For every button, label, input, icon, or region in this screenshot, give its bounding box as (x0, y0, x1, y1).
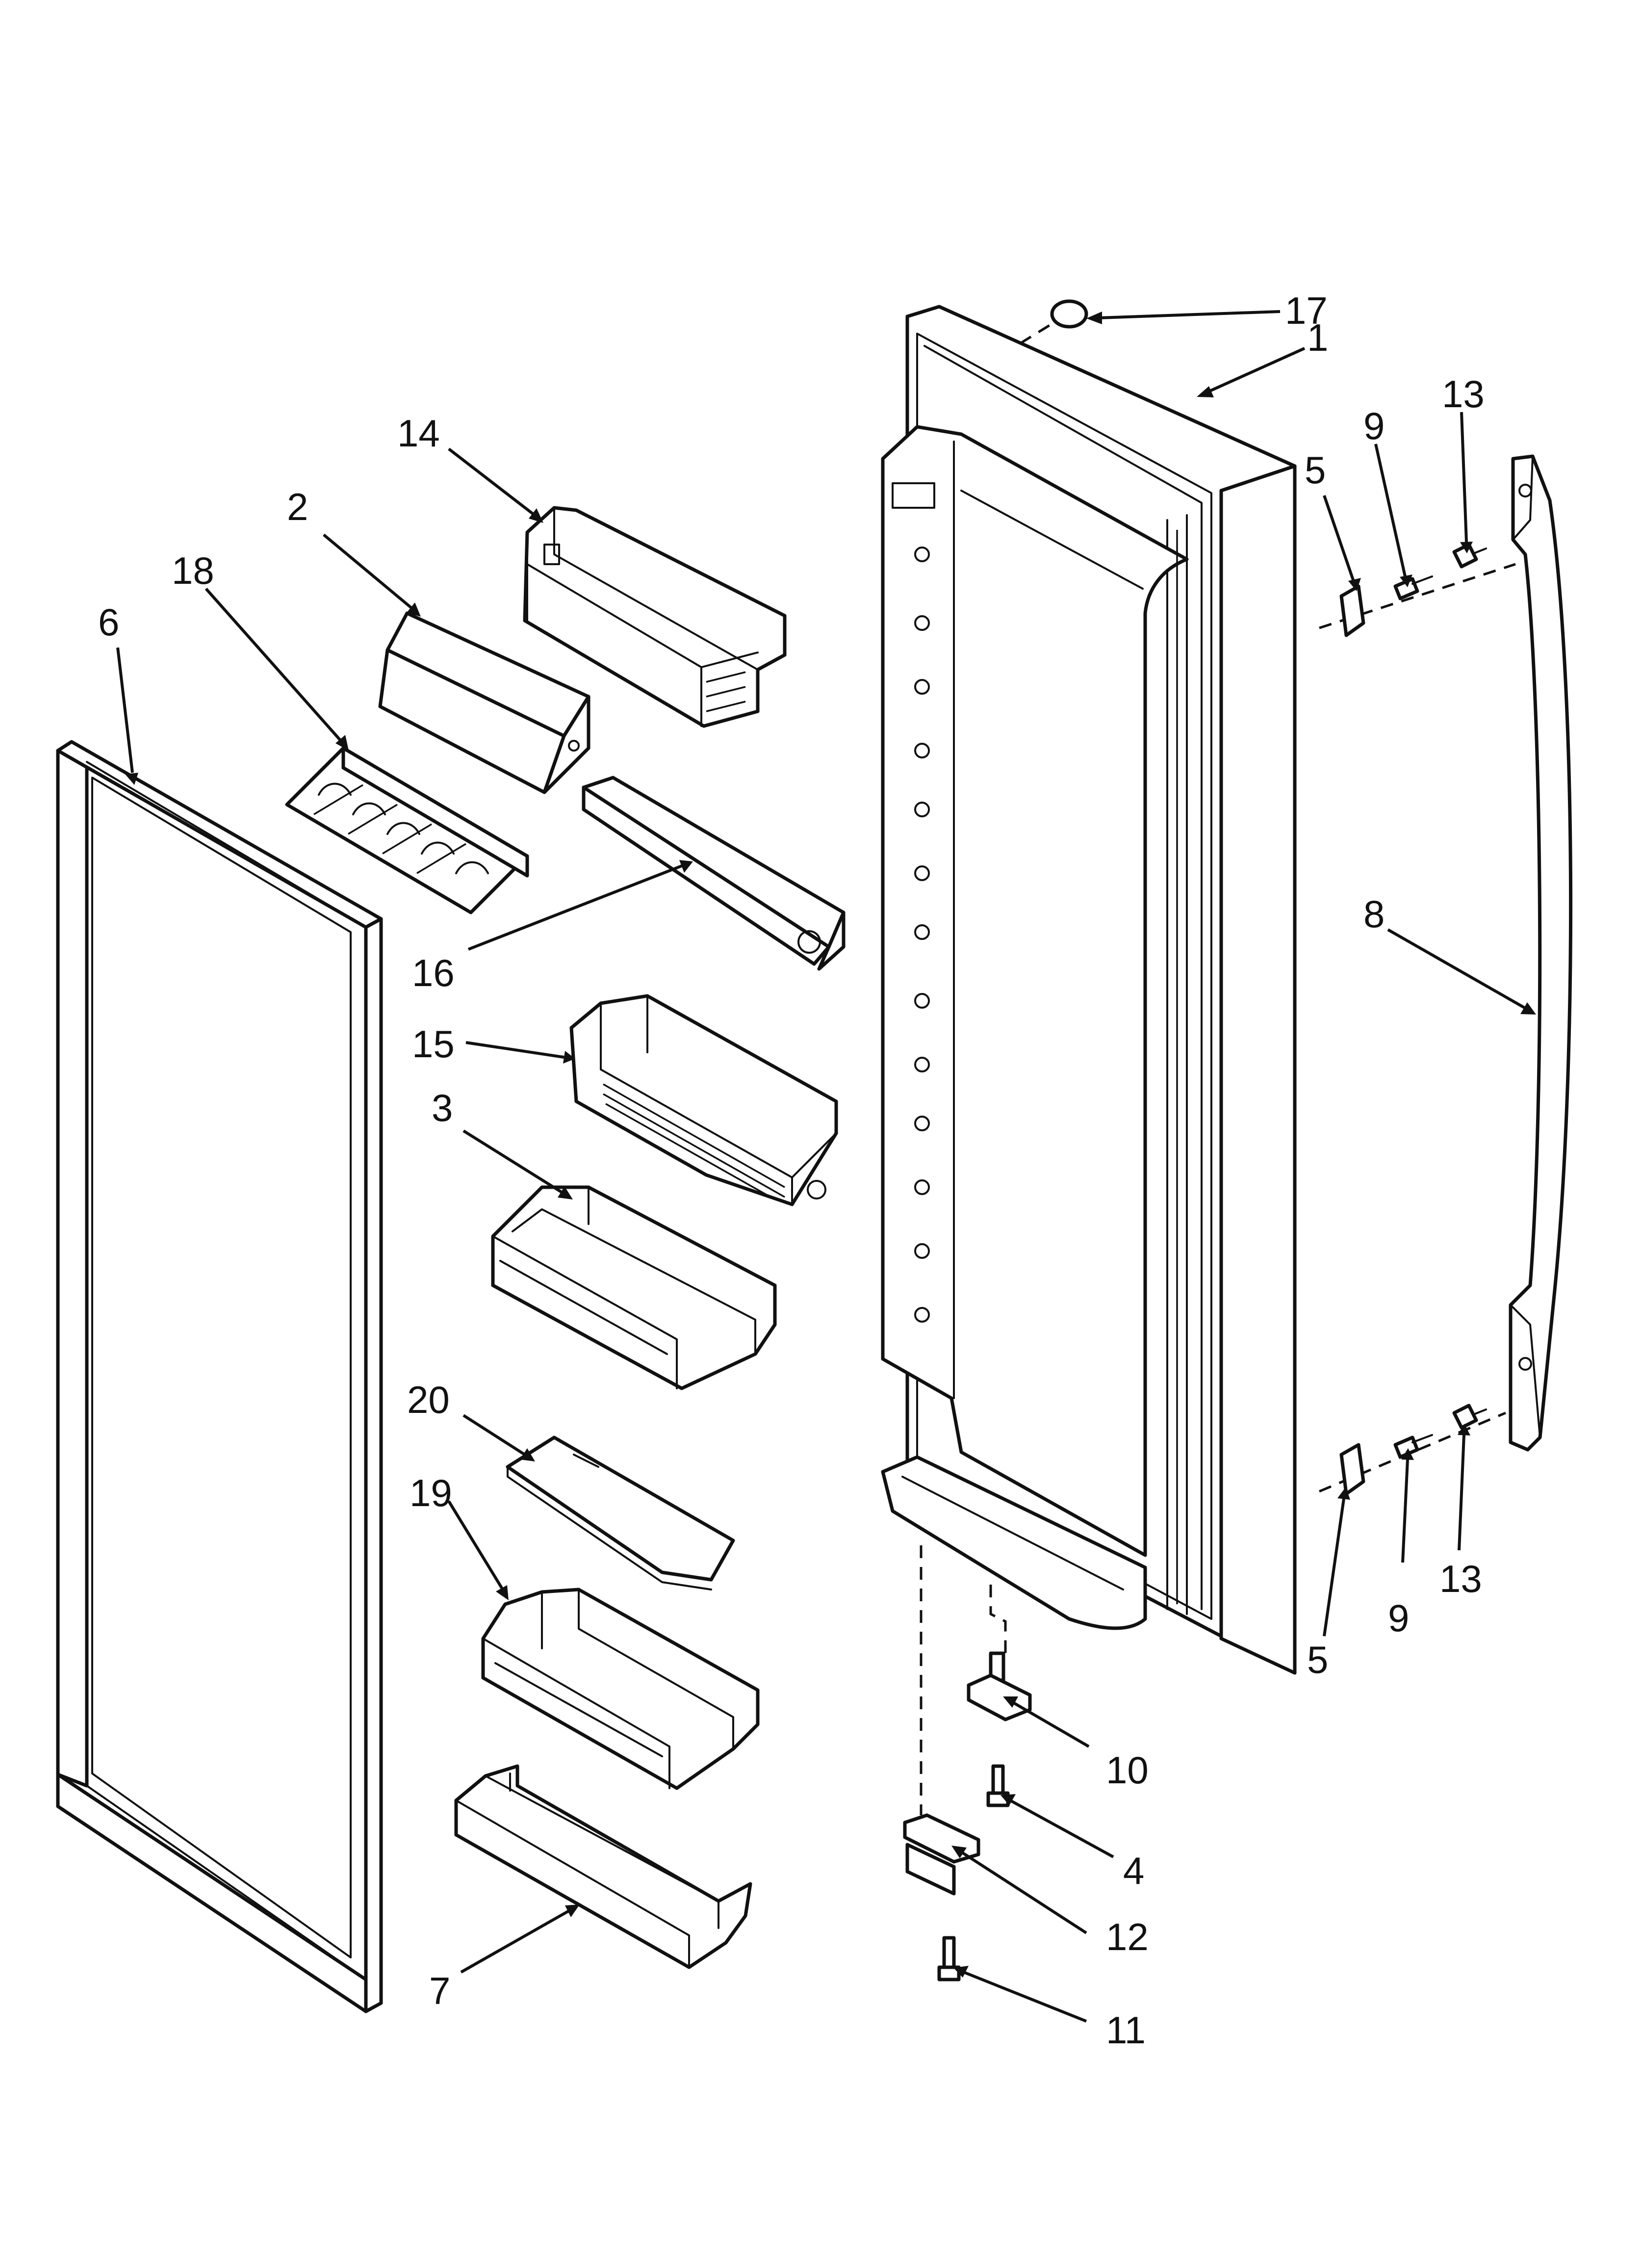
callout-part-17: 17 (1285, 289, 1328, 332)
callout-part-9-bottom: 9 (1388, 1596, 1409, 1640)
dairy-compartment-drawing (523, 506, 787, 728)
door-bin-upper-drawing (569, 994, 838, 1206)
bracket-screw-drawing (937, 1936, 961, 1981)
door-handle-drawing (1509, 454, 1573, 1452)
callout-part-1: 1 (1307, 316, 1328, 359)
door-plug-guide (1019, 322, 1053, 345)
callout-part-3: 3 (432, 1086, 453, 1129)
callout-part-10: 10 (1106, 1748, 1149, 1792)
door-shelf-bottom-drawing (454, 1764, 752, 1969)
door-bin-lower-drawing (481, 1588, 760, 1790)
callout-part-20: 20 (407, 1378, 450, 1421)
handle-hardware-bottom (1319, 1404, 1506, 1496)
egg-tray-drawing (285, 746, 529, 914)
callout-part-9-top: 9 (1363, 404, 1385, 447)
callout-labels: 17 1 13 9 5 14 2 18 6 16 8 15 3 20 19 7 … (98, 289, 1485, 2052)
callout-part-6: 6 (98, 600, 119, 644)
door-plug-drawing (1050, 299, 1088, 329)
callout-part-5-bottom: 5 (1307, 1638, 1328, 1681)
leader-lines (116, 310, 1526, 2023)
callout-part-12: 12 (1106, 1915, 1149, 1958)
callout-part-8: 8 (1363, 892, 1385, 936)
handle-hardware-top (1319, 543, 1516, 637)
hinge-axis-right (989, 1585, 1007, 1658)
callout-part-4: 4 (1123, 1849, 1144, 1892)
callout-part-19: 19 (410, 1471, 452, 1514)
callout-part-15: 15 (412, 1022, 455, 1066)
callout-part-11: 11 (1106, 2008, 1146, 2052)
leader-arrowheads (125, 312, 1536, 1978)
callout-part-18: 18 (172, 549, 214, 592)
door-gasket-drawing (56, 740, 383, 2013)
door-drawing (881, 305, 1297, 1675)
bin-top-cover-drawing (378, 611, 590, 794)
callout-part-13-top: 13 (1442, 372, 1485, 416)
callout-part-13-bottom: 13 (1439, 1557, 1482, 1600)
bin-divider-drawing (506, 1435, 735, 1590)
callout-part-5-top: 5 (1305, 448, 1326, 492)
egg-tray-cover-drawing (582, 776, 846, 971)
callout-part-16: 16 (412, 951, 455, 994)
hinge-pin-bracket-drawing (967, 1651, 1032, 1721)
callout-part-7: 7 (429, 1969, 450, 2012)
callout-part-14: 14 (397, 412, 440, 455)
door-bin-mid-drawing (491, 1185, 777, 1390)
callout-part-2: 2 (287, 485, 308, 528)
